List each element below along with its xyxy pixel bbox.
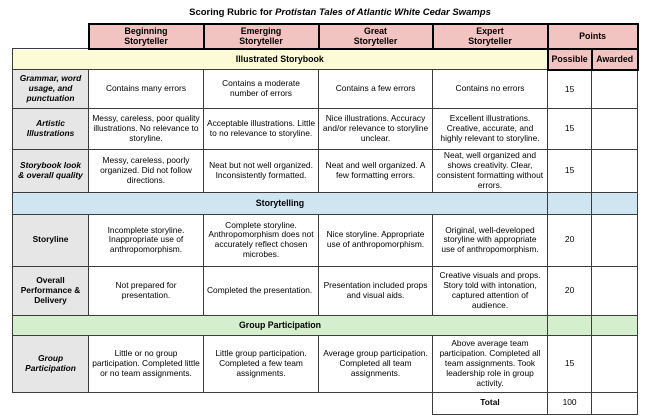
- rubric-cell: Contains a moderate number of errors: [203, 69, 319, 110]
- section-row-illustrated-storybook: Illustrated Storybook Possible Awarded: [12, 47, 639, 71]
- rubric-cell: Messy, careless, poor quality illustrati…: [88, 108, 204, 151]
- rubric-cell: Little group participation. Completed a …: [203, 334, 319, 393]
- awarded-points-cell: [591, 265, 639, 316]
- rubric-cell: Average group participation. Completed a…: [318, 334, 433, 393]
- rubric-row-storyline: Storyline Incomplete storyline. Inapprop…: [12, 213, 639, 267]
- row-label-grammar: Grammar, word usage, and punctuation: [12, 69, 89, 110]
- section-row-storytelling: Storytelling: [12, 191, 639, 215]
- rubric-cell: Completed the presentation.: [203, 265, 319, 316]
- rubric-cell: Messy, careless, poorly organized. Did n…: [88, 149, 204, 193]
- rubric-cell: Creative visuals and props. Story told w…: [432, 265, 548, 316]
- rubric-cell: Excellent illustrations. Creative, accur…: [432, 108, 548, 151]
- header-awarded: Awarded: [590, 47, 639, 71]
- rubric-cell: Original, well-developed storyline with …: [432, 213, 548, 267]
- section-awarded-cell: [591, 314, 639, 336]
- rubric-cell: Contains no errors: [432, 69, 548, 110]
- total-possible-cell: 100: [546, 391, 593, 415]
- rubric-cell: Above average team participation. Comple…: [432, 334, 548, 393]
- header-possible: Possible: [546, 47, 593, 71]
- awarded-points-cell: [591, 108, 639, 151]
- section-storytelling: Storytelling: [12, 191, 548, 215]
- awarded-points-cell: [591, 149, 639, 193]
- rubric-cell: Little or no group participation. Comple…: [88, 334, 204, 393]
- rubric-cell: Acceptable illustrations. Little to no r…: [203, 108, 319, 151]
- rubric-cell: Complete storyline. Anthropomorphism doe…: [203, 213, 319, 267]
- possible-points-cell: 20: [546, 265, 593, 316]
- row-label-storyline: Storyline: [12, 213, 89, 267]
- rubric-cell: Neat but not well organized. Inconsisten…: [203, 149, 319, 193]
- rubric-cell: Neat, well organized and shows creativit…: [432, 149, 548, 193]
- rubric-row-storybook-look: Storybook look & overall quality Messy, …: [12, 149, 639, 193]
- section-possible-cell: [546, 191, 593, 215]
- awarded-points-cell: [591, 334, 639, 393]
- rubric-cell: Nice storyline. Appropriate use of anthr…: [318, 213, 433, 267]
- awarded-points-cell: [591, 213, 639, 267]
- header-points: Points: [546, 23, 639, 50]
- rubric-row-group-participation: Group Participation Little or no group p…: [12, 334, 639, 393]
- possible-points-cell: 15: [546, 149, 593, 193]
- rubric-cell: Neat and well organized. A few formattin…: [318, 149, 433, 193]
- possible-points-cell: 15: [546, 69, 593, 110]
- rubric-row-artistic: Artistic Illustrations Messy, careless, …: [12, 108, 639, 151]
- section-group-participation: Group Participation: [12, 314, 548, 336]
- row-label-overall-performance: Overall Performance & Delivery: [12, 265, 89, 316]
- section-awarded-cell: [591, 191, 639, 215]
- row-label-artistic: Artistic Illustrations: [12, 108, 89, 151]
- total-awarded-cell: [591, 391, 639, 415]
- possible-points-cell: 15: [546, 334, 593, 393]
- row-label-storybook-look: Storybook look & overall quality: [12, 149, 89, 193]
- rubric-cell: Contains many errors: [88, 69, 204, 110]
- possible-points-cell: 20: [546, 213, 593, 267]
- corner-blank-cell: [12, 24, 89, 49]
- total-row: Total 100: [12, 391, 639, 415]
- possible-points-cell: 15: [546, 108, 593, 151]
- rubric-row-grammar: Grammar, word usage, and punctuation Con…: [12, 69, 639, 110]
- section-row-group-participation: Group Participation: [12, 314, 639, 336]
- section-possible-cell: [546, 314, 593, 336]
- title-work-name: Protistan Tales of Atlantic White Cedar …: [275, 7, 491, 18]
- rubric-cell: Contains a few errors: [318, 69, 433, 110]
- rubric-cell: Presentation included props and visual a…: [318, 265, 433, 316]
- rubric-row-overall-performance: Overall Performance & Delivery Not prepa…: [12, 265, 639, 316]
- page-title: Scoring Rubric for Protistan Tales of At…: [0, 0, 650, 18]
- rubric-cell: Nice illustrations. Accuracy and/or rele…: [318, 108, 433, 151]
- rubric-cell: Not prepared for presentation.: [88, 265, 204, 316]
- awarded-points-cell: [591, 69, 639, 110]
- rubric-cell: Incomplete storyline. Inappropriate use …: [88, 213, 204, 267]
- total-blank-area: [12, 392, 433, 415]
- total-label: Total: [432, 391, 548, 415]
- title-prefix: Scoring Rubric for: [189, 7, 273, 18]
- section-illustrated-storybook: Illustrated Storybook: [12, 48, 548, 71]
- row-label-group-participation: Group Participation: [12, 334, 89, 393]
